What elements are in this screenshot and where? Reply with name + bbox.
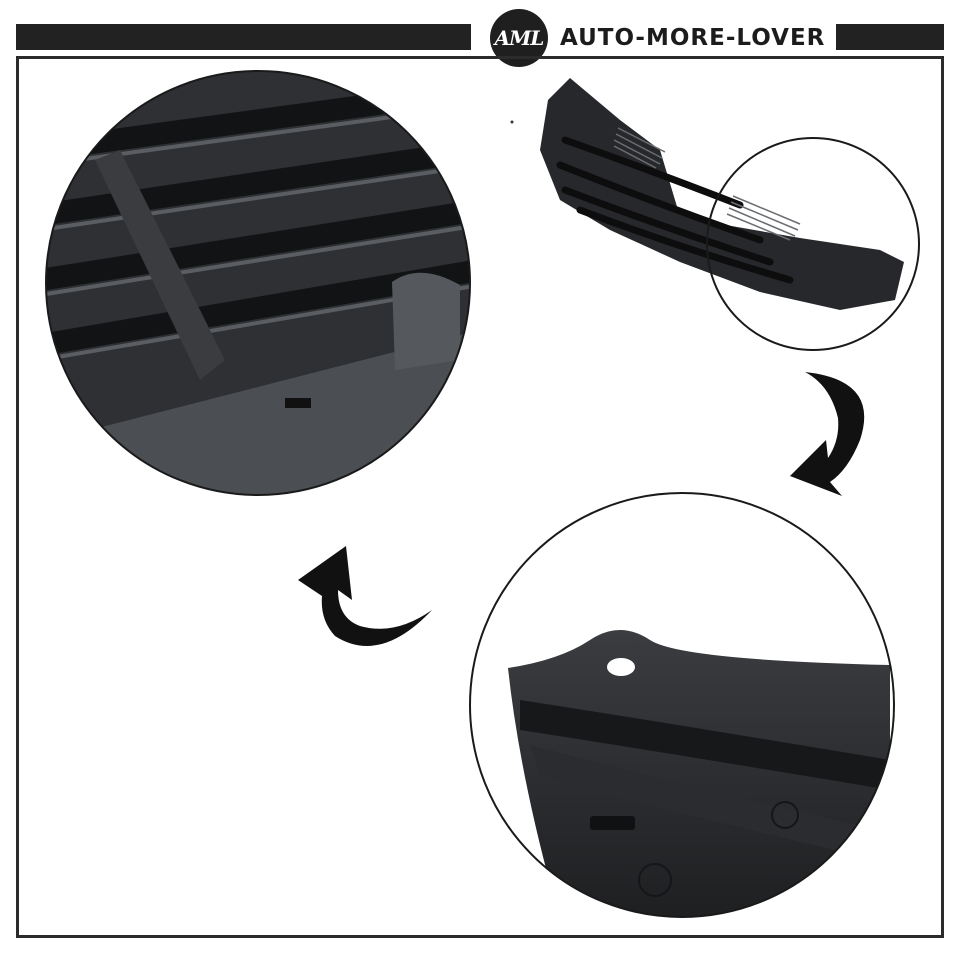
logo-text: AML [494, 26, 545, 50]
image-frame [16, 56, 944, 938]
brand: AML AUTO-MORE-LOVER [490, 9, 826, 67]
zoom-detail-mount-tab [469, 492, 895, 918]
header-stripe-right [836, 24, 944, 50]
brand-name: AUTO-MORE-LOVER [560, 25, 826, 51]
grille-full-view [510, 78, 904, 310]
curved-arrow-down-icon [790, 372, 865, 496]
curved-arrow-up-icon [298, 546, 432, 647]
zoom-detail-grille-slats [45, 70, 471, 496]
zoom-indicator-circle [706, 137, 920, 351]
header-stripe-left [16, 24, 471, 50]
header-banner: AML AUTO-MORE-LOVER [0, 0, 960, 80]
